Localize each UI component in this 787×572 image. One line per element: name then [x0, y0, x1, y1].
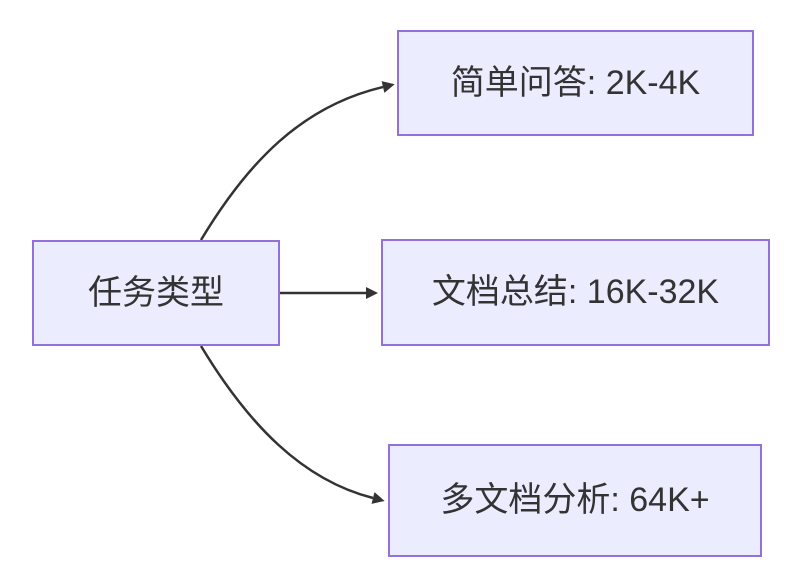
node-task-type: 任务类型	[32, 240, 280, 346]
node-doc-summary-label: 文档总结: 16K-32K	[431, 273, 720, 312]
node-multi-doc-analysis-label: 多文档分析: 64K+	[440, 481, 710, 520]
node-doc-summary: 文档总结: 16K-32K	[381, 239, 770, 346]
node-task-type-label: 任务类型	[88, 273, 224, 312]
edge-root-to-multidoc	[199, 345, 385, 504]
node-multi-doc-analysis: 多文档分析: 64K+	[388, 444, 762, 557]
edge-root-to-qa	[199, 81, 395, 241]
node-simple-qa: 简单问答: 2K-4K	[397, 30, 754, 136]
node-simple-qa-label: 简单问答: 2K-4K	[450, 63, 701, 102]
